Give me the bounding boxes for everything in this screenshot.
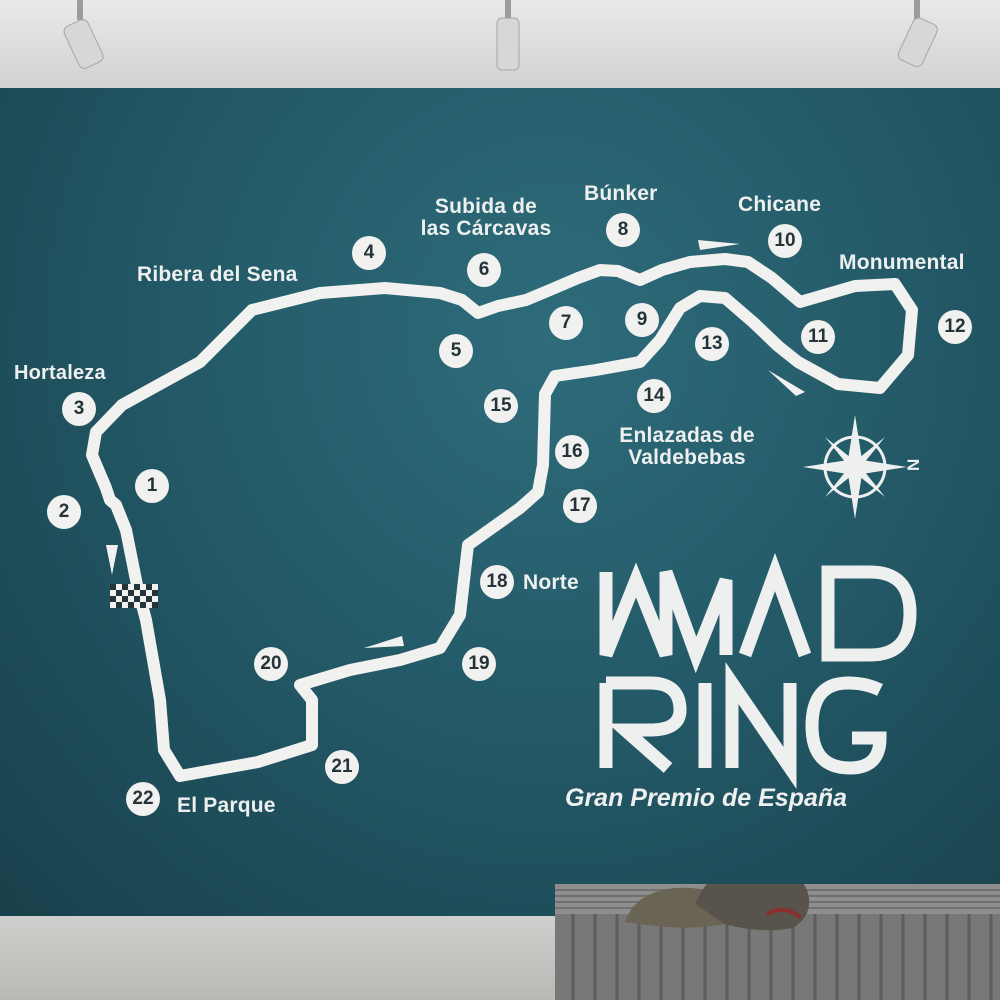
turn-marker-5: 5	[439, 334, 473, 368]
spotlight-left-icon	[63, 0, 104, 69]
turn-marker-19: 19	[462, 647, 496, 681]
turn-marker-7: 7	[549, 306, 583, 340]
corner-name-el-parque: El Parque	[177, 794, 276, 817]
turn-marker-15: 15	[484, 389, 518, 423]
start-finish-line	[110, 584, 158, 608]
mad-ring-logo	[599, 552, 917, 790]
turn-marker-18: 18	[480, 565, 514, 599]
direction-arrow-norte	[364, 636, 404, 648]
bench-with-gloves	[555, 884, 1000, 1000]
corner-name-enlazadas-line1: Enlazadas de	[619, 424, 755, 447]
compass-rose-icon	[803, 415, 907, 519]
turn-marker-12: 12	[938, 310, 972, 344]
spotlight-center-icon	[496, 0, 520, 71]
turn-marker-8: 8	[606, 213, 640, 247]
turn-marker-22: 22	[126, 782, 160, 816]
corner-name-chicane: Chicane	[738, 193, 822, 216]
corner-name-enlazadas: Enlazadas de Valdebebas	[606, 424, 768, 470]
corner-name-hortaleza: Hortaleza	[14, 362, 106, 384]
mural-wall	[0, 88, 1000, 916]
turn-marker-1: 1	[135, 469, 169, 503]
direction-arrow-start	[106, 545, 118, 575]
corner-name-monumental: Monumental	[839, 251, 965, 274]
direction-arrow-chicane	[698, 240, 740, 250]
corner-name-norte: Norte	[523, 571, 579, 594]
turn-marker-9: 9	[625, 303, 659, 337]
track-outline	[86, 253, 918, 782]
turn-marker-6: 6	[467, 253, 501, 287]
turn-marker-21: 21	[325, 750, 359, 784]
turn-marker-3: 3	[62, 392, 96, 426]
corner-name-bunker: Búnker	[584, 182, 658, 205]
spotlight-right-icon	[897, 0, 938, 68]
corner-name-enlazadas-line2: Valdebebas	[628, 446, 746, 470]
turn-marker-14: 14	[637, 379, 671, 413]
corner-name-subida: Subida de las Cárcavas	[408, 195, 564, 241]
direction-arrow-enlazadas	[768, 370, 805, 396]
turn-marker-10: 10	[768, 224, 802, 258]
turn-marker-17: 17	[563, 489, 597, 523]
turn-marker-16: 16	[555, 435, 589, 469]
logo-subtitle: Gran Premio de España	[565, 784, 848, 812]
corner-name-subida-line1: Subida de	[434, 195, 538, 218]
compass-north-label: N	[904, 459, 923, 471]
turn-marker-2: 2	[47, 495, 81, 529]
direction-arrow-sena	[255, 296, 292, 312]
turn-marker-11: 11	[801, 320, 835, 354]
corner-name-subida-line2: las Cárcavas	[420, 217, 552, 241]
turn-marker-4: 4	[352, 236, 386, 270]
turn-marker-20: 20	[254, 647, 288, 681]
turn-marker-13: 13	[695, 327, 729, 361]
racing-gloves	[625, 884, 810, 931]
corner-name-ribera-del-sena: Ribera del Sena	[137, 263, 298, 286]
